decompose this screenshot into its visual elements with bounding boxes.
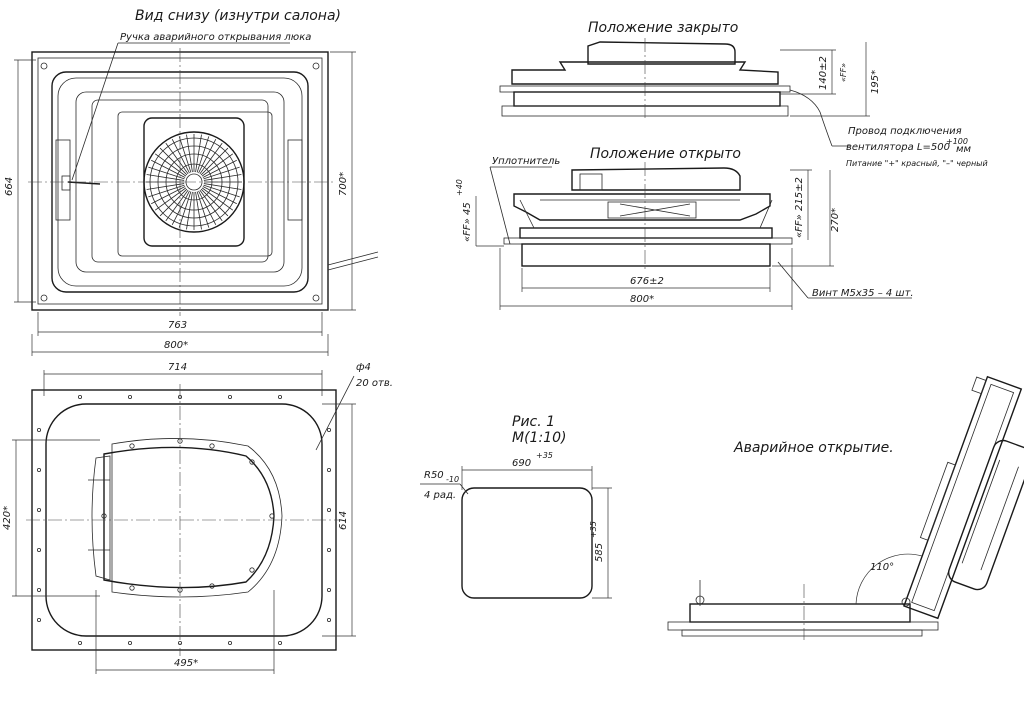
dim-closed-h2: 195* — [870, 70, 881, 94]
dim-open-h1: «FF» 215±2 — [794, 177, 805, 238]
bottom-view-title: Вид снизу (изнутри салона) — [135, 8, 341, 24]
fig-scale: М(1:10) — [512, 430, 566, 446]
dim-open-left-tol: +40 — [455, 179, 464, 196]
mounting-hole — [78, 394, 83, 399]
power-note: Питание "+" красный, "–" черный — [846, 159, 988, 168]
dim-closed-h1: 140±2 — [818, 56, 829, 90]
mounting-hole — [277, 394, 282, 399]
emergency-handle-label: Ручка аварийного открывания люка — [120, 32, 311, 43]
cutout-figure: Рис. 1 М(1:10) 690 +35 585 +35 R50 -10 4… — [420, 414, 612, 599]
dim-angle: 110° — [870, 562, 894, 573]
mounting-hole — [37, 467, 42, 472]
emergency-handle-icon[interactable] — [61, 175, 101, 191]
fan-wire-label-2: вентилятора L=500 — [846, 142, 950, 153]
ring-hole — [101, 513, 107, 519]
dim-pl-left: 420* — [2, 506, 13, 530]
radius-tol: -10 — [446, 475, 459, 484]
dim-cut-w: 690 — [512, 458, 531, 469]
radius-count: 4 рад. — [424, 490, 456, 501]
mounting-hole — [326, 427, 331, 432]
hinge-icon — [287, 139, 303, 221]
dim-open-w1: 676±2 — [630, 276, 664, 287]
holes-dia: ф4 — [356, 362, 371, 373]
dim-cut-h-tol: +35 — [589, 521, 598, 538]
holes-count: 20 отв. — [356, 378, 393, 389]
dim-bv-width2: 800* — [164, 340, 188, 351]
mounting-hole — [326, 618, 331, 623]
dim-open-w2: 800* — [630, 294, 654, 305]
mounting-hole — [326, 548, 331, 553]
mounting-hole — [37, 548, 42, 553]
ring-hole — [129, 585, 135, 591]
bottom-view: Вид снизу (изнутри салона) Ручка аварийн… — [4, 8, 379, 356]
mounting-hole — [277, 641, 282, 646]
mounting-hole — [127, 641, 132, 646]
dim-cut-h: 585 — [594, 543, 605, 562]
open-lid — [903, 375, 1024, 620]
open-title: Положение открыто — [590, 146, 741, 162]
closed-title: Положение закрыто — [588, 20, 738, 36]
mounting-hole — [227, 641, 232, 646]
ring-hole — [249, 567, 255, 573]
mounting-hole — [37, 427, 42, 432]
dim-open-h2: 270* — [830, 208, 841, 232]
screw-label: Винт М5х35 – 4 шт. — [812, 288, 914, 299]
seal-label: Уплотнитель — [492, 156, 560, 167]
mounting-hole — [127, 394, 132, 399]
ring-hole — [249, 459, 255, 465]
ring-hole — [269, 513, 275, 519]
fan-wire-label: Провод подключения — [848, 126, 962, 137]
plan-view: 714 420* 614 495* ф4 20 отв. — [2, 362, 393, 674]
ring-hole — [129, 443, 135, 449]
dim-cut-w-tol: +35 — [536, 451, 553, 460]
fig-title: Рис. 1 — [512, 414, 555, 430]
dim-pl-bottom: 495* — [174, 658, 198, 669]
fan-wire-tol: +100 — [946, 137, 968, 146]
mounting-hole — [37, 507, 42, 512]
ring-hole — [209, 443, 215, 449]
dim-closed-h1b: «FF» — [839, 63, 848, 82]
hinge-icon — [901, 597, 911, 607]
mounting-hole — [326, 467, 331, 472]
mounting-hole — [326, 507, 331, 512]
radius-label: R50 — [424, 470, 444, 481]
dim-pl-right: 614 — [338, 511, 349, 530]
mounting-hole — [326, 588, 331, 593]
open-view: Положение открыто Уплотнитель «FF» 45 +4… — [455, 146, 914, 310]
closed-view: Положение закрыто 140±2 «FF» 195* Провод… — [499, 20, 988, 168]
mounting-hole — [78, 641, 83, 646]
dim-bv-height2: 700* — [338, 172, 349, 196]
dim-pl-top: 714 — [168, 362, 187, 373]
ring-hole — [209, 583, 215, 589]
mounting-hole — [37, 588, 42, 593]
mounting-hole — [227, 394, 232, 399]
emergency-open-label: Аварийное открытие. — [733, 440, 894, 456]
mounting-hole — [37, 618, 42, 623]
emergency-open-view: Аварийное открытие. 110° — [667, 375, 1024, 640]
dim-bv-width: 763 — [168, 320, 187, 331]
dim-open-left: «FF» 45 — [462, 202, 473, 242]
fan-wire-unit: мм — [956, 144, 972, 155]
dim-bv-height: 664 — [4, 177, 15, 196]
